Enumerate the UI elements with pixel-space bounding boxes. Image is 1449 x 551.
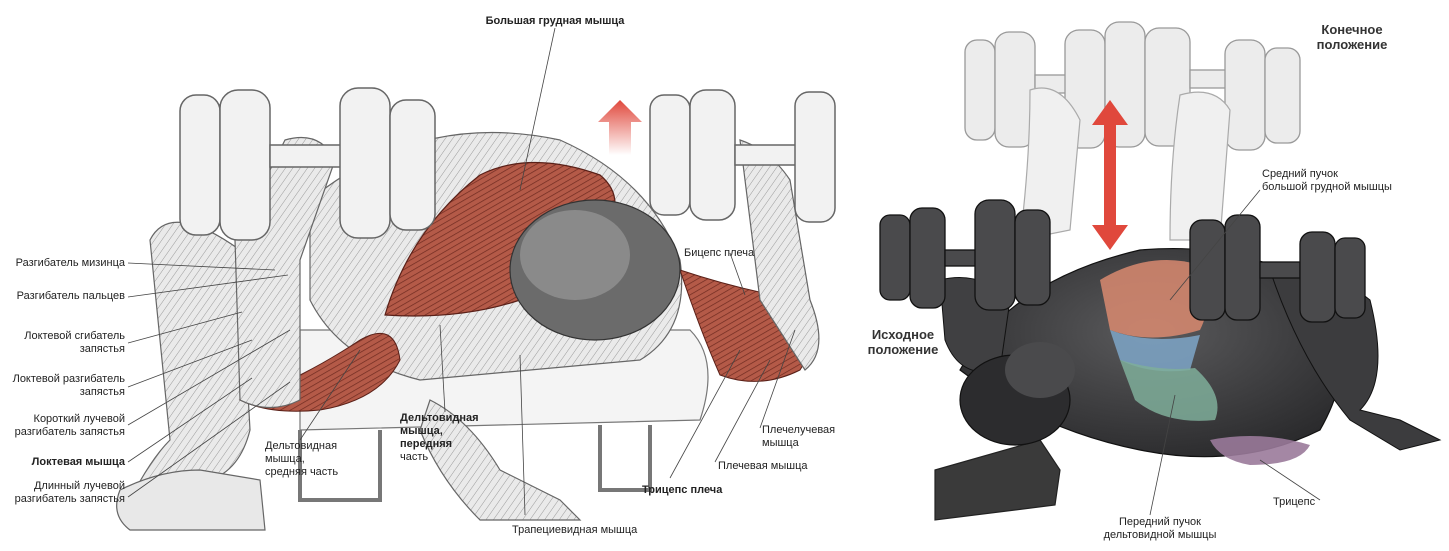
label-ext-digiti-minimi: Разгибатель мизинца [15, 257, 125, 269]
label-brachialis: Плечевая мышца [718, 460, 808, 472]
label-ext-carpi-rad-longus: Длинный лучевой разгибатель запястья [14, 480, 125, 505]
pectoralis-major [384, 161, 616, 317]
left-bench-legs [298, 425, 652, 502]
triceps-purple [1210, 436, 1310, 465]
right-dumbbell [649, 89, 836, 223]
label-middle-pectoral: Средний пучок большой грудной мышцы [1262, 168, 1392, 193]
double-arrow-icon [1092, 100, 1128, 250]
label-ext-digitorum: Разгибатель пальцев [16, 290, 125, 302]
label-ext-carpi-rad-brevis: Короткий лучевой разгибатель запястья [14, 413, 125, 438]
label-front-deltoid: Передний пучок дельтовидной мышцы [1103, 516, 1217, 541]
label-trapezius: Трапециевидная мышца [512, 524, 638, 536]
middle-pectoral [1100, 260, 1208, 338]
label-deltoid-middle: Дельтовидная мышца, средняя часть [265, 440, 339, 478]
left-shoe [116, 469, 266, 531]
label-flexor-carpi-ulnaris: Локтевой сгибатель запястья [24, 330, 125, 355]
label-biceps: Бицепс плеча [684, 247, 755, 259]
label-triceps-right: Трицепс [1273, 496, 1316, 508]
right-head-face [1005, 342, 1075, 398]
left-leader-lines [127, 27, 796, 516]
label-ext-carpi-ulnaris: Локтевой разгибатель запястья [12, 373, 125, 398]
start-position-dumbbells [879, 199, 1366, 323]
left-dumbbell [179, 87, 436, 241]
label-end-position: Конечное положение [1316, 22, 1388, 52]
label-triceps-left: Трицепс плеча [642, 484, 723, 496]
label-anconeus: Локтевая мышца [31, 456, 125, 468]
up-arrow-icon [598, 100, 642, 155]
label-pectoralis-major: Большая грудная мышца [485, 15, 625, 27]
front-deltoid-green [1120, 360, 1218, 421]
left-figure [116, 87, 836, 531]
label-deltoid-front: Дельтовидная мышца, передняя часть [400, 412, 479, 463]
label-start-position: Исходное положение [867, 327, 939, 357]
pectoral-lower-blue [1110, 330, 1200, 372]
left-head-face [520, 210, 630, 300]
label-brachioradialis: Плечелучевая мышца [762, 424, 836, 449]
right-leader-lines [1149, 189, 1321, 516]
right-leg [419, 399, 582, 521]
right-figure [879, 21, 1442, 521]
end-position-dumbbells [964, 21, 1301, 151]
right-bench [934, 439, 1061, 521]
